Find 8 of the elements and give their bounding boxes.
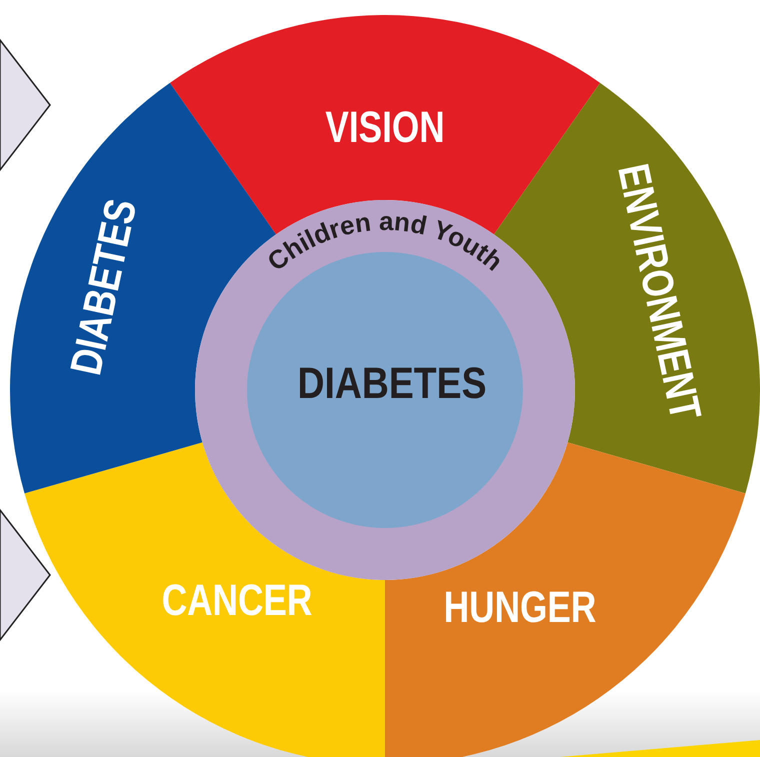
segment-label: CANCER bbox=[162, 576, 312, 625]
segment-label: HUNGER bbox=[444, 583, 596, 632]
segment-label: VISION bbox=[325, 103, 445, 152]
center-label: DIABETES bbox=[297, 358, 487, 408]
wheel-segment bbox=[385, 442, 746, 757]
wheel-segment bbox=[24, 442, 385, 757]
inner-ring bbox=[195, 200, 575, 580]
segment-label: DIABETES bbox=[62, 194, 146, 380]
